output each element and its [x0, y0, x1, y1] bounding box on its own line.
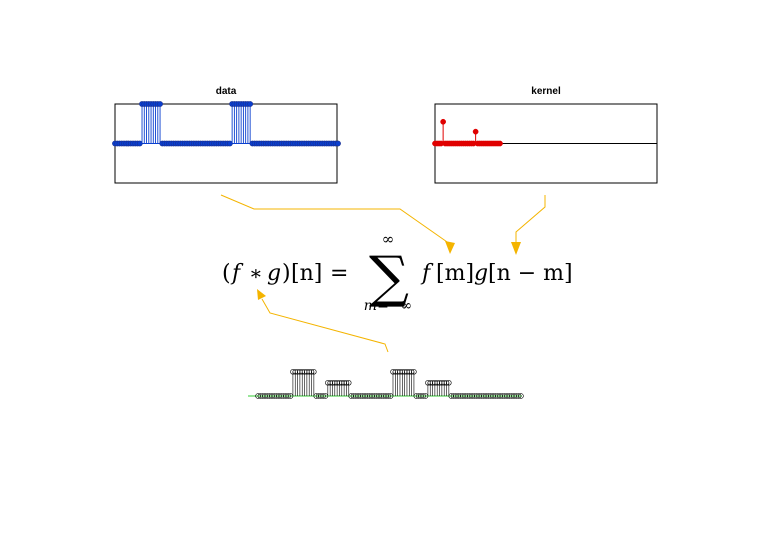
output-marker — [420, 393, 426, 399]
sum-lower-limit: m=−∞ — [364, 298, 412, 314]
term-g-index: [n − m] — [488, 261, 573, 286]
sum-upper-limit: ∞ — [382, 230, 395, 248]
lhs-f: f — [230, 261, 244, 286]
kernel-marker — [497, 140, 503, 147]
convolution-formula: ( f ∗ g ) [n] = ∞ ∑ m=−∞ f [m] g [n − m] — [222, 230, 573, 314]
output-marker — [411, 369, 417, 375]
lhs-index: [n] — [291, 261, 322, 286]
term-g: g — [474, 261, 488, 286]
output-marker — [446, 380, 452, 386]
term-f-index: [m] — [436, 261, 474, 286]
lhs-open-paren: ( — [222, 261, 231, 286]
output-marker — [346, 380, 352, 386]
output-stem-plot — [248, 369, 524, 399]
output-marker — [385, 393, 392, 399]
sum-symbol: ∑ — [369, 245, 409, 310]
output-marker — [518, 393, 524, 399]
data-marker — [157, 101, 163, 107]
kernel-stem-plot — [432, 118, 657, 147]
output-marker — [311, 369, 317, 375]
arrow-output-to-lhs — [261, 298, 389, 353]
arrow-output-to-lhs-head — [257, 289, 266, 300]
lhs-close-paren: ) — [282, 261, 291, 286]
arrow-data-to-fm — [220, 194, 451, 245]
arrows — [220, 194, 546, 353]
output-marker — [285, 393, 291, 399]
data-panel-title: data — [216, 86, 237, 97]
output-marker — [320, 393, 326, 399]
kernel-marker — [472, 128, 479, 135]
arrow-kernel-to-g — [515, 195, 546, 245]
kernel-panel-title: kernel — [531, 86, 561, 97]
arrow-data-to-fm-head — [445, 241, 455, 254]
term-f: f — [420, 261, 434, 286]
lhs-asterisk: ∗ — [249, 261, 263, 285]
data-stem-plot — [112, 101, 341, 147]
arrow-kernel-to-g-head — [511, 242, 521, 255]
output-marker — [515, 393, 522, 399]
lhs-g: g — [267, 261, 281, 286]
data-marker — [335, 140, 341, 147]
data-marker — [247, 101, 254, 107]
equals-sign: = — [330, 261, 348, 286]
kernel-marker — [440, 118, 446, 125]
